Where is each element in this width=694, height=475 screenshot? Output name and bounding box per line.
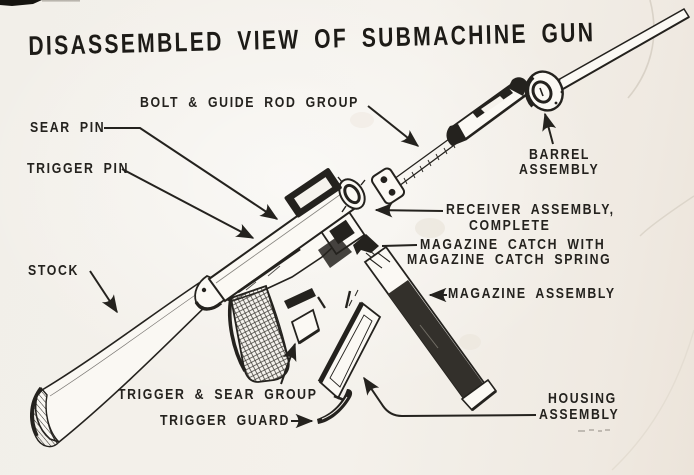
leader-barrel xyxy=(542,112,557,145)
barrel-assembly-label-line2: ASSEMBLY xyxy=(519,161,600,178)
leader-bolt-guide-rod xyxy=(367,105,420,147)
leader-lines xyxy=(89,105,557,429)
magazine-assembly-drawing xyxy=(363,245,498,412)
trigger-sear-group-label: TRIGGER & SEAR GROUP xyxy=(118,386,318,403)
faint-print-artifact xyxy=(578,429,610,432)
trigger-guard-drawing xyxy=(317,389,353,424)
leader-trigger-sear xyxy=(280,342,297,385)
magazine-assembly-label: MAGAZINE ASSEMBLY xyxy=(448,285,616,302)
leader-stock xyxy=(89,270,118,314)
magazine-catch-label-line2: MAGAZINE CATCH SPRING xyxy=(407,251,612,268)
trigger-pin-label: TRIGGER PIN xyxy=(27,160,130,177)
housing-assembly-label-line2: ASSEMBLY xyxy=(539,406,620,423)
trigger-guard-label: TRIGGER GUARD xyxy=(160,412,290,429)
receiver-assembly-drawing xyxy=(194,168,366,383)
receiver-assembly-label-line2: COMPLETE xyxy=(469,217,551,234)
receiver-assembly-label-line1: RECEIVER ASSEMBLY, xyxy=(446,201,615,218)
magazine-catch-label-line1: MAGAZINE CATCH WITH xyxy=(420,236,606,253)
leader-sear-pin xyxy=(104,127,279,220)
leader-housing xyxy=(363,376,537,418)
stock-drawing xyxy=(30,281,215,448)
housing-assembly-label-line1: HOUSING xyxy=(548,390,617,407)
leader-magazine-catch xyxy=(381,244,418,247)
barrel-assembly-drawing xyxy=(524,7,691,112)
bolt-guide-rod-drawing xyxy=(370,77,532,205)
stock-label: STOCK xyxy=(28,262,80,279)
housing-assembly-drawing xyxy=(317,289,382,402)
leader-receiver xyxy=(374,203,444,218)
leader-trigger-pin xyxy=(121,168,255,239)
trigger-sear-group-drawing xyxy=(284,288,326,345)
barrel-assembly-label-line1: BARREL xyxy=(529,146,591,163)
sear-pin-label: SEAR PIN xyxy=(30,119,106,136)
bolt-guide-rod-label: BOLT & GUIDE ROD GROUP xyxy=(140,94,359,111)
